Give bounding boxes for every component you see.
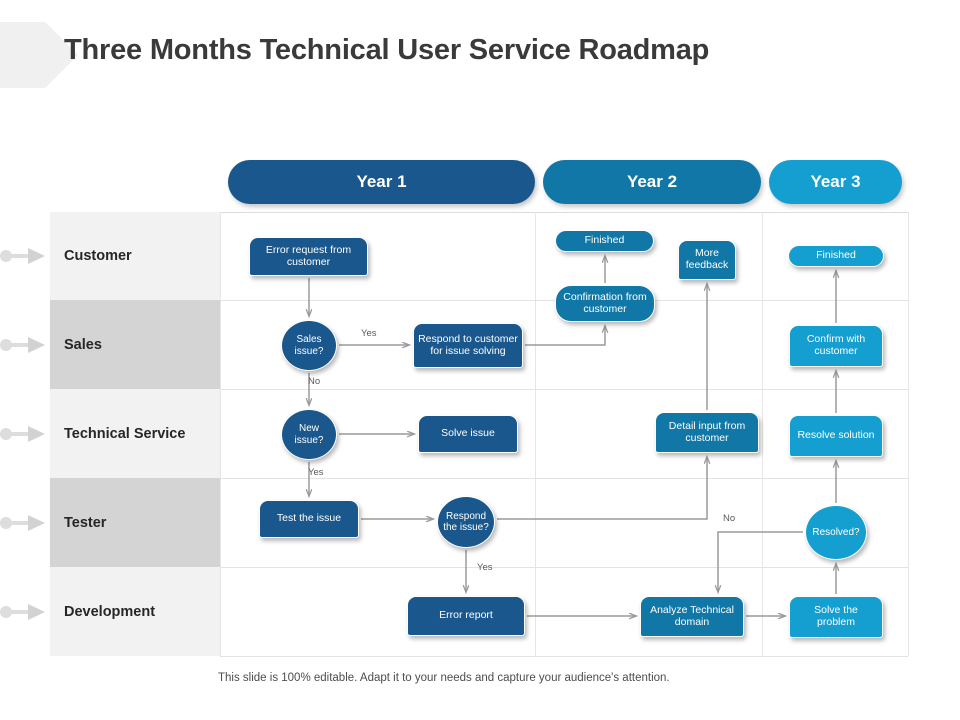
flow-node-error-request[interactable]: Error request from customer [249,237,368,276]
grid-column-divider-0 [220,212,221,656]
flow-node-analyze-domain[interactable]: Analyze Technical domain [640,596,744,637]
edge-label-no-sales: No [308,376,320,387]
lane-entry-arrow-tester [0,514,46,532]
flow-node-detail-input[interactable]: Detail input from customer [655,412,759,453]
flow-node-label: Respond to customer for issue solving [418,334,518,358]
flow-node-label: Detail input from customer [660,421,754,445]
flow-node-resolve-solution[interactable]: Resolve solution [789,415,883,457]
flow-node-confirmation[interactable]: Confirmation from customer [555,285,655,322]
edge-label-no-resolved: No [723,513,735,524]
year-header-label: Year 2 [627,172,677,192]
year-header-year3[interactable]: Year 3 [769,160,902,204]
flow-node-label: Solve the problem [794,605,878,629]
flow-node-respond-issue[interactable]: Respond the issue? [437,496,495,548]
flow-node-finished-3[interactable]: Finished [788,245,884,267]
lane-label-text: Customer [64,248,132,264]
edge-label-yes-new: Yes [308,467,324,478]
flow-node-respond-customer[interactable]: Respond to customer for issue solving [413,323,523,368]
flow-node-resolved[interactable]: Resolved? [805,505,867,560]
year-header-label: Year 3 [810,172,860,192]
lane-label-dev[interactable]: Development [50,567,220,656]
page-title: Three Months Technical User Service Road… [64,34,924,80]
flow-node-label: Solve issue [441,428,495,440]
edge-label-yes-respond: Yes [477,562,493,573]
lane-label-text: Tester [64,515,106,531]
flow-node-confirm-with[interactable]: Confirm with customer [789,325,883,367]
grid-column-divider-1 [535,212,536,656]
flow-node-label: Resolved? [812,527,859,538]
flow-node-error-report[interactable]: Error report [407,596,525,636]
lane-entry-arrow-sales [0,336,46,354]
flow-node-new-issue[interactable]: New issue? [281,409,337,460]
flow-node-solve-issue[interactable]: Solve issue [418,415,518,453]
grid-column-divider-3 [908,212,909,656]
footer-note: This slide is 100% editable. Adapt it to… [218,672,838,684]
lane-label-text: Technical Service [64,426,185,442]
flow-node-test-issue[interactable]: Test the issue [259,500,359,538]
lane-label-tester[interactable]: Tester [50,478,220,567]
lane-entry-arrow-technical [0,425,46,443]
flow-node-label: Error report [439,610,493,622]
grid-column-divider-2 [762,212,763,656]
lane-entry-arrow-customer [0,247,46,265]
year-header-label: Year 1 [356,172,406,192]
lane-label-sales[interactable]: Sales [50,300,220,389]
lane-entry-arrow-dev [0,603,46,621]
flow-node-label: Finished [585,235,625,247]
flow-node-sales-issue[interactable]: Sales issue? [281,320,337,371]
flow-node-label: New issue? [286,423,332,445]
flow-node-label: Confirm with customer [794,334,878,358]
flow-node-solve-problem[interactable]: Solve the problem [789,596,883,638]
year-header-year1[interactable]: Year 1 [228,160,535,204]
flow-node-finished-2[interactable]: Finished [555,230,654,252]
lane-label-text: Sales [64,337,102,353]
flow-node-label: Confirmation from customer [560,292,650,316]
lane-label-technical[interactable]: Technical Service [50,389,220,478]
year-header-year2[interactable]: Year 2 [543,160,761,204]
flow-node-label: Error request from customer [254,245,363,269]
flow-node-label: More feedback [683,248,731,272]
flow-node-label: Sales issue? [286,334,332,356]
flow-node-label: Test the issue [277,513,341,525]
flow-node-label: Finished [816,250,856,262]
flow-node-label: Respond the issue? [442,511,490,533]
edge-label-yes-sales: Yes [361,328,377,339]
lane-label-text: Development [64,604,155,620]
flow-node-more-feedback[interactable]: More feedback [678,240,736,280]
lane-label-customer[interactable]: Customer [50,212,220,300]
flow-node-label: Analyze Technical domain [645,605,739,629]
flow-node-label: Resolve solution [797,430,874,442]
